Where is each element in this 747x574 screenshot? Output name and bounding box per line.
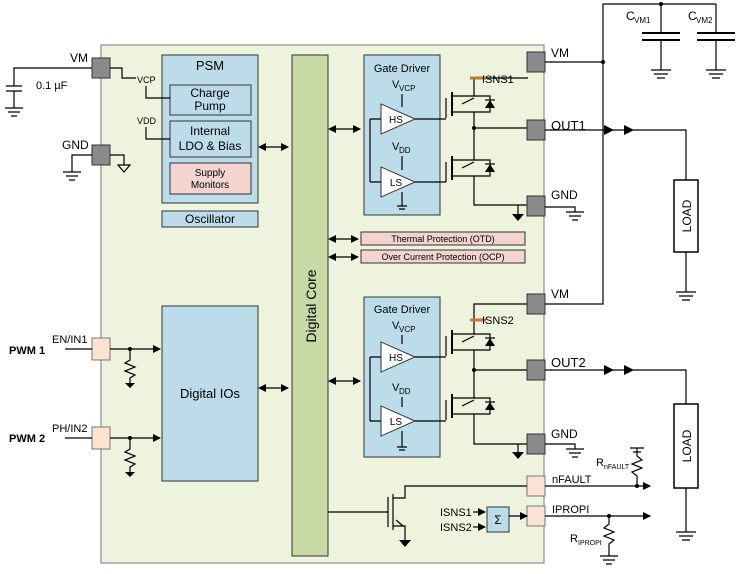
vm-supply-cap: 0.1 µF [5, 67, 92, 117]
svg-text:GND: GND [551, 427, 578, 441]
svg-text:VCP: VCP [399, 84, 415, 93]
svg-text:VM: VM [551, 287, 569, 301]
vcp-label: VCP [137, 75, 156, 85]
load-1 [673, 179, 699, 253]
pin-vm-label: VM [70, 51, 88, 65]
svg-text:V: V [392, 79, 400, 91]
charge-pump-block [169, 84, 252, 116]
pin-vm [91, 57, 111, 79]
svg-text:IPROPI: IPROPI [578, 540, 602, 547]
svg-text:DD: DD [399, 387, 411, 396]
pin-gnd1 [526, 195, 546, 217]
gate-driver-2 [363, 296, 441, 458]
svg-text:V: V [392, 382, 400, 394]
svg-text:LOAD: LOAD [680, 199, 694, 232]
svg-text:R: R [596, 457, 604, 469]
svg-text:Thermal Protection (OTD): Thermal Protection (OTD) [391, 234, 495, 244]
svg-text:C: C [688, 9, 697, 23]
svg-text:ISNS1: ISNS1 [440, 507, 472, 519]
pin-gnd-label: GND [62, 138, 89, 152]
digital-ios-label: Digital IOs [180, 386, 240, 401]
pin-ph-in2 [91, 426, 111, 450]
svg-text:HS: HS [389, 353, 403, 364]
svg-text:Monitors: Monitors [191, 180, 229, 191]
svg-text:PH/IN2: PH/IN2 [52, 423, 87, 435]
cap-value-label: 0.1 µF [36, 80, 68, 92]
thermal-protection-block [360, 231, 526, 246]
digital-core-label: Digital Core [303, 269, 319, 342]
svg-text:C: C [626, 9, 635, 23]
bridge-1: ISNS1 [415, 74, 528, 206]
svg-text:LS: LS [390, 178, 403, 189]
svg-text:V: V [392, 320, 400, 332]
isns2-label: ISNS2 [482, 315, 514, 327]
pin-gnd [91, 144, 111, 166]
pwm1-label: PWM 1 [9, 345, 45, 357]
svg-text:Gate Driver: Gate Driver [374, 63, 431, 75]
svg-text:nFAULT: nFAULT [552, 474, 592, 486]
svg-text:V: V [392, 141, 400, 153]
pin-vm2 [526, 293, 546, 315]
digital-core-block [291, 54, 329, 557]
svg-text:Charge: Charge [190, 86, 230, 100]
svg-text:Oscillator: Oscillator [185, 212, 235, 226]
gate-driver-1 [363, 54, 441, 216]
psm-title: PSM [196, 58, 224, 73]
isns1-label: ISNS1 [482, 74, 514, 86]
svg-text:EN/IN1: EN/IN1 [52, 334, 87, 346]
svg-text:LDO & Bias: LDO & Bias [179, 139, 242, 153]
svg-text:Supply: Supply [195, 168, 226, 179]
svg-text:GND: GND [551, 188, 578, 202]
svg-text:IPROPI: IPROPI [552, 504, 589, 516]
svg-text:Σ: Σ [494, 513, 501, 527]
svg-text:VM1: VM1 [634, 16, 651, 25]
svg-text:VCP: VCP [399, 325, 415, 334]
vdd-label: VDD [137, 116, 157, 126]
svg-text:VM: VM [551, 46, 569, 60]
svg-text:nFAULT: nFAULT [604, 464, 630, 471]
svg-text:OUT2: OUT2 [551, 355, 586, 370]
svg-text:OUT1: OUT1 [551, 118, 586, 133]
pin-out2 [526, 359, 546, 381]
svg-text:Pump: Pump [194, 99, 226, 113]
svg-text:Gate Driver: Gate Driver [374, 304, 431, 316]
svg-text:R: R [570, 533, 578, 545]
oscillator-block [161, 210, 259, 228]
pwm2-label: PWM 2 [9, 433, 45, 445]
pin-gnd2 [526, 433, 546, 455]
svg-text:HS: HS [389, 115, 403, 126]
pin-nfault [526, 475, 546, 497]
svg-text:ISNS2: ISNS2 [440, 522, 472, 534]
supply-monitors-block [169, 162, 252, 195]
ocp-block [360, 249, 526, 264]
svg-text:DD: DD [399, 146, 411, 155]
pin-vm1 [526, 51, 546, 73]
pin-out1 [526, 119, 546, 141]
pin-ipropi [526, 505, 546, 527]
bridge-2: ISNS2 [415, 303, 528, 445]
svg-text:Over Current Protection (OCP): Over Current Protection (OCP) [381, 252, 504, 262]
svg-text:VM2: VM2 [696, 16, 713, 25]
digital-ios-block [161, 305, 259, 482]
pin-en-in1 [91, 337, 111, 361]
svg-text:LS: LS [390, 417, 403, 428]
svg-text:Internal: Internal [190, 124, 230, 138]
sum-block [486, 506, 510, 533]
svg-text:LOAD: LOAD [680, 429, 694, 462]
ldo-bias-block [169, 120, 252, 158]
